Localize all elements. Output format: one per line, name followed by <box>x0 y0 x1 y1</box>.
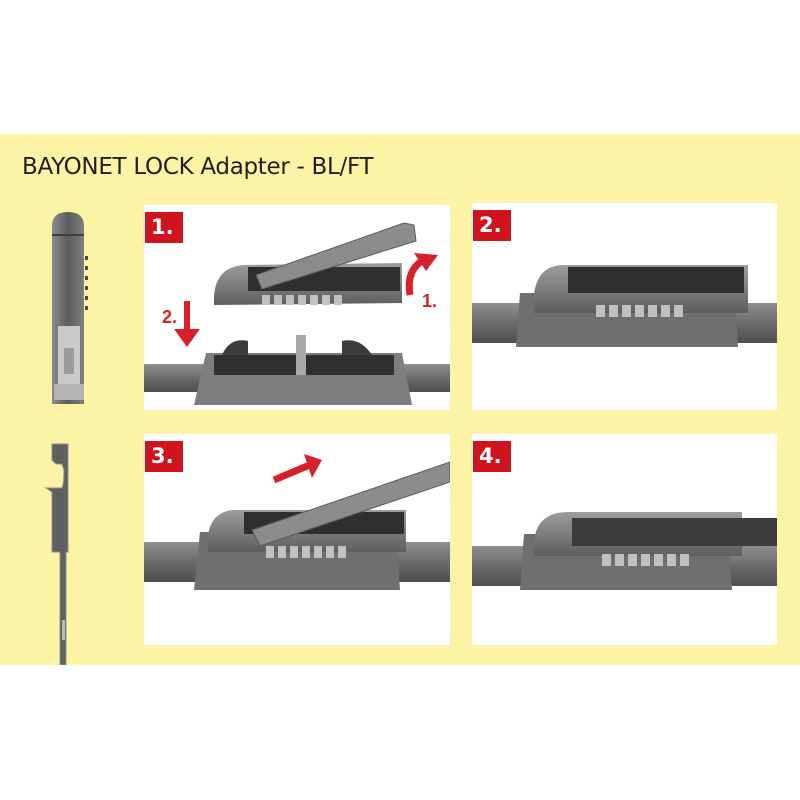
step-badge: 1. <box>145 212 183 243</box>
step-3-panel: 3. <box>144 434 450 645</box>
page-title: BAYONET LOCK Adapter - BL/FT <box>22 154 374 180</box>
step-badge: 3. <box>145 441 183 472</box>
step-badge: 2. <box>473 210 511 241</box>
step-3-illustration <box>144 454 450 590</box>
svg-text:1.: 1. <box>422 291 437 311</box>
step-2-panel: 2. <box>472 203 777 410</box>
step-1-illustration: 2. 1. <box>144 222 450 405</box>
step-4-panel: 4. <box>472 434 777 645</box>
svg-text:2.: 2. <box>162 307 177 327</box>
step-2-illustration <box>472 265 777 347</box>
step-1-panel: 2. 1. 1. <box>144 205 450 410</box>
step-4-illustration <box>472 512 777 590</box>
adapter-front-view-image <box>48 208 90 408</box>
step-badge: 4. <box>473 441 511 472</box>
wiper-arm-hook-image <box>40 440 80 665</box>
